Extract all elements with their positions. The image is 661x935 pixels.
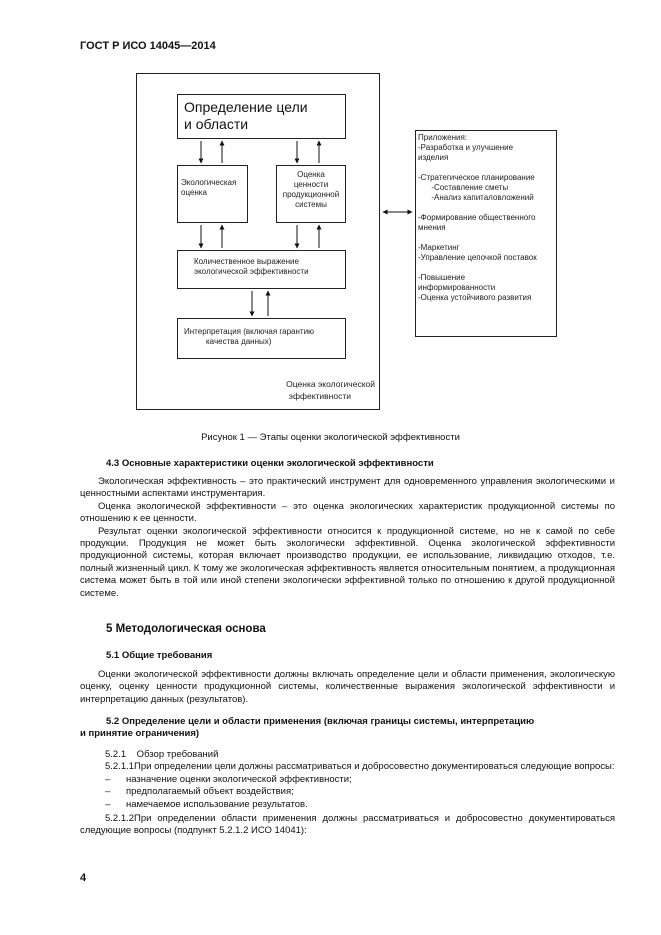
section-4-3-body: Экологическая эффективность – это практи… xyxy=(80,476,615,600)
value-box-line2: ценности xyxy=(293,180,329,189)
application-line: информированности xyxy=(418,283,496,292)
application-line: -Повышение xyxy=(418,273,466,282)
eco-box-line1: Экологическая xyxy=(181,178,237,187)
paragraph: 5.2.1.1При определении цели должны рассм… xyxy=(105,761,615,773)
list-item-text: предполагаемый объект воздействия; xyxy=(126,786,294,798)
quantification-box: Количественное выражение экологической э… xyxy=(177,250,346,289)
section-5-2-title-line1: 5.2 Определение цели и области применени… xyxy=(106,716,535,727)
list-item-text: намечаемое использование результатов. xyxy=(126,798,308,810)
section-5-1-body: Оценки экологической эффективности должн… xyxy=(80,669,615,706)
application-line: -Оценка устойчивого развития xyxy=(418,293,532,302)
application-line: изделия xyxy=(418,153,449,162)
application-line: -Составление сметы xyxy=(418,183,509,192)
bullet: – xyxy=(105,798,111,810)
section-5-2-1: 5.2.1 Обзор требований 5.2.1.1При опреде… xyxy=(80,749,615,838)
section-5-2-title-line2: и принятие ограничения) xyxy=(80,728,200,739)
value-assessment-box: Оценка ценности продукционной системы xyxy=(276,165,346,223)
bullet: – xyxy=(105,786,111,798)
paragraph: Экологическая эффективность – это практи… xyxy=(80,476,615,500)
list-item: – назначение оценки экологической эффект… xyxy=(80,774,615,786)
quant-box-line1: Количественное выражение xyxy=(194,257,299,266)
application-line: -Управление цепочкой поставок xyxy=(418,253,537,262)
outer-label: Оценка экологической эффективности xyxy=(0,378,375,402)
application-line: -Формирование общественного xyxy=(418,213,536,222)
application-line: -Стратегическое планирование xyxy=(418,173,535,182)
list-item: – предполагаемый объект воздействия; xyxy=(80,786,615,798)
goal-box-line1: Определение цели xyxy=(184,99,308,115)
section-5-1-title: 5.1 Общие требования xyxy=(106,650,213,661)
paragraph: Результат оценки экологической эффективн… xyxy=(80,525,615,599)
list-item-text: назначение оценки экологической эффектив… xyxy=(126,773,352,785)
value-box-line1: Оценка xyxy=(297,170,325,179)
goal-box: Определение цели и области xyxy=(177,94,346,139)
application-line: -Анализ капиталовложений xyxy=(418,193,534,202)
bullet: – xyxy=(105,773,111,785)
outer-frame xyxy=(136,73,380,410)
eco-box-line2: оценка xyxy=(181,188,207,197)
paragraph: Оценка экологической эффективности – это… xyxy=(80,500,615,525)
application-line: -Разработка и улучшение xyxy=(418,143,514,152)
interpretation-box: Интерпретация (включая гарантию качества… xyxy=(177,318,346,359)
interp-box-line1: Интерпретация (включая гарантию xyxy=(184,327,315,336)
paragraph: Оценки экологической эффективности должн… xyxy=(80,669,615,705)
section-5-title: 5 Методологическая основа xyxy=(106,623,266,635)
value-box-line3: продукционной xyxy=(282,190,340,199)
section-4-3-title: 4.3 Основные характеристики оценки эколо… xyxy=(106,458,434,469)
section-5-2-title: 5.2 Определение цели и области применени… xyxy=(80,716,535,740)
document-header: ГОСТ Р ИСО 14045—2014 xyxy=(80,40,216,52)
outer-label-line1: Оценка экологической xyxy=(286,379,375,389)
quant-box-line2: экологической эффективности xyxy=(194,267,309,276)
figure-caption: Рисунок 1 — Этапы оценки экологической э… xyxy=(201,432,460,443)
goal-box-line2: и области xyxy=(184,116,249,132)
paragraph: 5.2.1.2При определении области применени… xyxy=(80,813,615,837)
application-line: Приложения: xyxy=(418,133,468,142)
list-item: – намечаемое использование результатов. xyxy=(80,799,615,811)
application-line: -Маркетинг xyxy=(418,243,460,252)
interp-box-line2: качества данных) xyxy=(206,337,272,346)
application-line: мнения xyxy=(418,223,446,232)
outer-label-line2: эффективности xyxy=(288,391,351,401)
value-box-line4: системы xyxy=(295,200,327,209)
subsection-heading: 5.2.1 Обзор требований xyxy=(105,749,219,760)
eco-assessment-box: Экологическая оценка xyxy=(177,165,248,223)
page-number: 4 xyxy=(80,872,87,884)
